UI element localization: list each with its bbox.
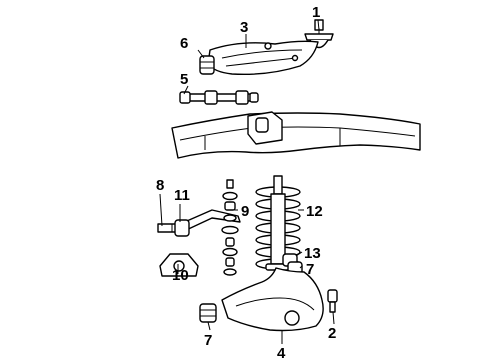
upper-arm-bushing bbox=[199, 55, 215, 75]
callout-10: 10 bbox=[172, 267, 189, 284]
stabilizer-bushing bbox=[174, 219, 190, 237]
callout-4: 4 bbox=[277, 345, 286, 360]
callout-7-lower: 7 bbox=[204, 332, 212, 349]
callout-3: 3 bbox=[240, 19, 248, 36]
callout-9: 9 bbox=[241, 203, 249, 220]
upper-control-arm bbox=[207, 40, 319, 75]
stabilizer-bracket bbox=[159, 253, 199, 277]
stabilizer-link-kit bbox=[221, 179, 239, 276]
frame-crossmember bbox=[171, 111, 421, 159]
callout-13: 13 bbox=[304, 245, 321, 262]
callout-11: 11 bbox=[174, 187, 190, 204]
callout-5: 5 bbox=[180, 71, 188, 88]
lower-arm-bushing-left bbox=[199, 303, 217, 323]
lower-control-arm bbox=[221, 267, 324, 332]
callout-8: 8 bbox=[156, 177, 164, 194]
upper-arm-shaft bbox=[179, 90, 259, 105]
callout-7-upper: 7 bbox=[306, 261, 314, 278]
callout-12: 12 bbox=[306, 203, 323, 220]
callout-6: 6 bbox=[180, 35, 188, 52]
callout-1: 1 bbox=[312, 4, 320, 21]
lower-ball-joint bbox=[327, 289, 338, 313]
callout-2: 2 bbox=[328, 325, 336, 342]
leader-lines bbox=[159, 19, 335, 344]
shock-absorber bbox=[265, 175, 291, 271]
